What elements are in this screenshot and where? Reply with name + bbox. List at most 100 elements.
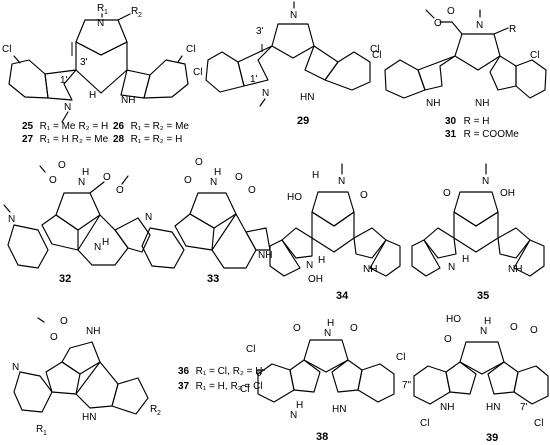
atom-nh: NH [426,98,440,109]
locant-1p: 1' [60,75,68,86]
atom-h: H [296,400,303,411]
compound-number: 29 [297,115,309,127]
atom-hn: HN [300,92,314,103]
locant-7p: 7' [520,402,528,413]
caption-30-31: 30 R = H 31 R = COOMe [445,116,519,140]
caption-text: R₁ = R₂ = H [131,134,183,145]
atom-n: N [78,177,85,188]
atom-o: O [444,334,452,345]
atom-hn: HN [486,402,500,413]
locant-6pp: 6" [256,368,266,379]
atom-n: N [290,10,297,21]
atom-h: H [318,255,325,266]
atom-h: H [89,90,96,101]
atom-h: H [462,254,469,265]
atom-cl: Cl [193,67,202,78]
compound-number: 37 [178,381,190,392]
atom-n: N [324,328,331,339]
compound-number: 32 [59,273,71,285]
atom-o: O [50,332,58,343]
compound-number: 30 [445,116,457,127]
atom-r2: R [150,404,157,415]
atom-o: O [350,323,358,334]
compound-number: 31 [445,129,457,140]
atom-h: H [484,316,491,327]
atom-r1-sub: 1 [104,9,108,16]
atom-oh: OH [500,188,515,199]
atom-h: H [102,237,109,248]
atom-o: O [60,316,68,327]
atom-cl: Cl [372,50,381,61]
atom-cl: Cl [420,418,429,429]
caption-text: R₁ = H [40,134,69,145]
compound-number: 38 [316,431,328,443]
svg-text:27 R₁ = HR₂ = Me: 27 R₁ = HR₂ = Me [22,129,109,146]
atom-r: R [509,24,516,35]
caption-36-37: 36 R₁ = Cl,R₂ = H 37 R₁ = H,R₂ = Cl [178,361,263,392]
svg-text:36 R₁ = Cl,R₂ = H: 36 R₁ = Cl,R₂ = H [178,361,263,378]
caption-text: R₁ = Me [40,121,76,132]
atom-nh: NH [258,250,272,261]
structure-30-31: N R O O Cl NH Cl NH [372,6,547,109]
structure-29: N 3' Cl 1' N Cl HN [193,1,379,107]
locant-3p: 3' [256,26,264,37]
atom-hn: HN [332,404,346,415]
atom-nh: NH [363,264,377,275]
locant-3p: 3' [80,57,88,68]
atom-n: N [210,177,217,188]
compound-number: 36 [178,366,190,377]
atom-h: H [312,170,319,181]
structure-25-28: N R 1 R 2 Cl N 1' 3' H Cl NH [2,3,195,123]
caption-text: R₂ = Me [72,134,109,145]
caption-text: R₁ = R₂ = Me [131,121,190,132]
atom-hn: HN [82,412,96,423]
caption-text: R₂ = H [78,121,108,132]
locant-1p: 1' [250,74,258,85]
atom-o: O [293,323,301,334]
atom-n: N [97,18,104,29]
atom-o: O [103,172,111,183]
atom-r1-sub: 1 [43,430,47,437]
compound-number: 28 [113,134,125,145]
compound-number: 39 [486,432,498,444]
atom-o: O [447,6,455,17]
atom-cl: Cl [2,44,11,55]
atom-n: N [12,362,19,373]
caption-text: R₁ = H, [196,381,228,392]
atom-cl: Cl [530,50,539,61]
atom-n: N [476,20,483,31]
atom-n: N [290,410,297,421]
atom-r1: R [36,424,43,435]
structure-34: N O HO H N H OH NH [269,163,401,285]
structure-32: O O H N O O N N H [3,160,151,269]
compound-number: 26 [113,121,125,132]
structure-33: O O H N O O N NH [141,157,272,269]
atom-oh: OH [308,274,323,285]
atom-cl: Cl [240,384,249,395]
atom-nh: NH [86,326,100,337]
atom-n: N [306,260,313,271]
atom-nh: NH [508,264,522,275]
atom-h: H [327,318,334,329]
atom-cl: Cl [396,352,405,363]
atom-r1: R [97,3,104,14]
atom-n: N [8,214,15,225]
atom-o: O [360,190,368,201]
structure-38: O H N O Cl 6" Cl H N Cl HN [240,318,405,421]
atom-r2-sub: 2 [138,12,142,19]
compound-number: 33 [207,273,219,285]
atom-o: O [235,172,243,183]
atom-o: O [443,188,451,199]
atom-o: O [184,175,192,186]
atom-cl: Cl [186,44,195,55]
locant-7pp: 7" [402,380,412,391]
atom-n: N [338,176,345,187]
atom-r2: R [131,6,138,17]
atom-n: N [94,242,101,253]
compound-number: 25 [22,121,34,132]
atom-h: H [82,167,89,178]
caption-text: R₂ = H [233,366,263,377]
